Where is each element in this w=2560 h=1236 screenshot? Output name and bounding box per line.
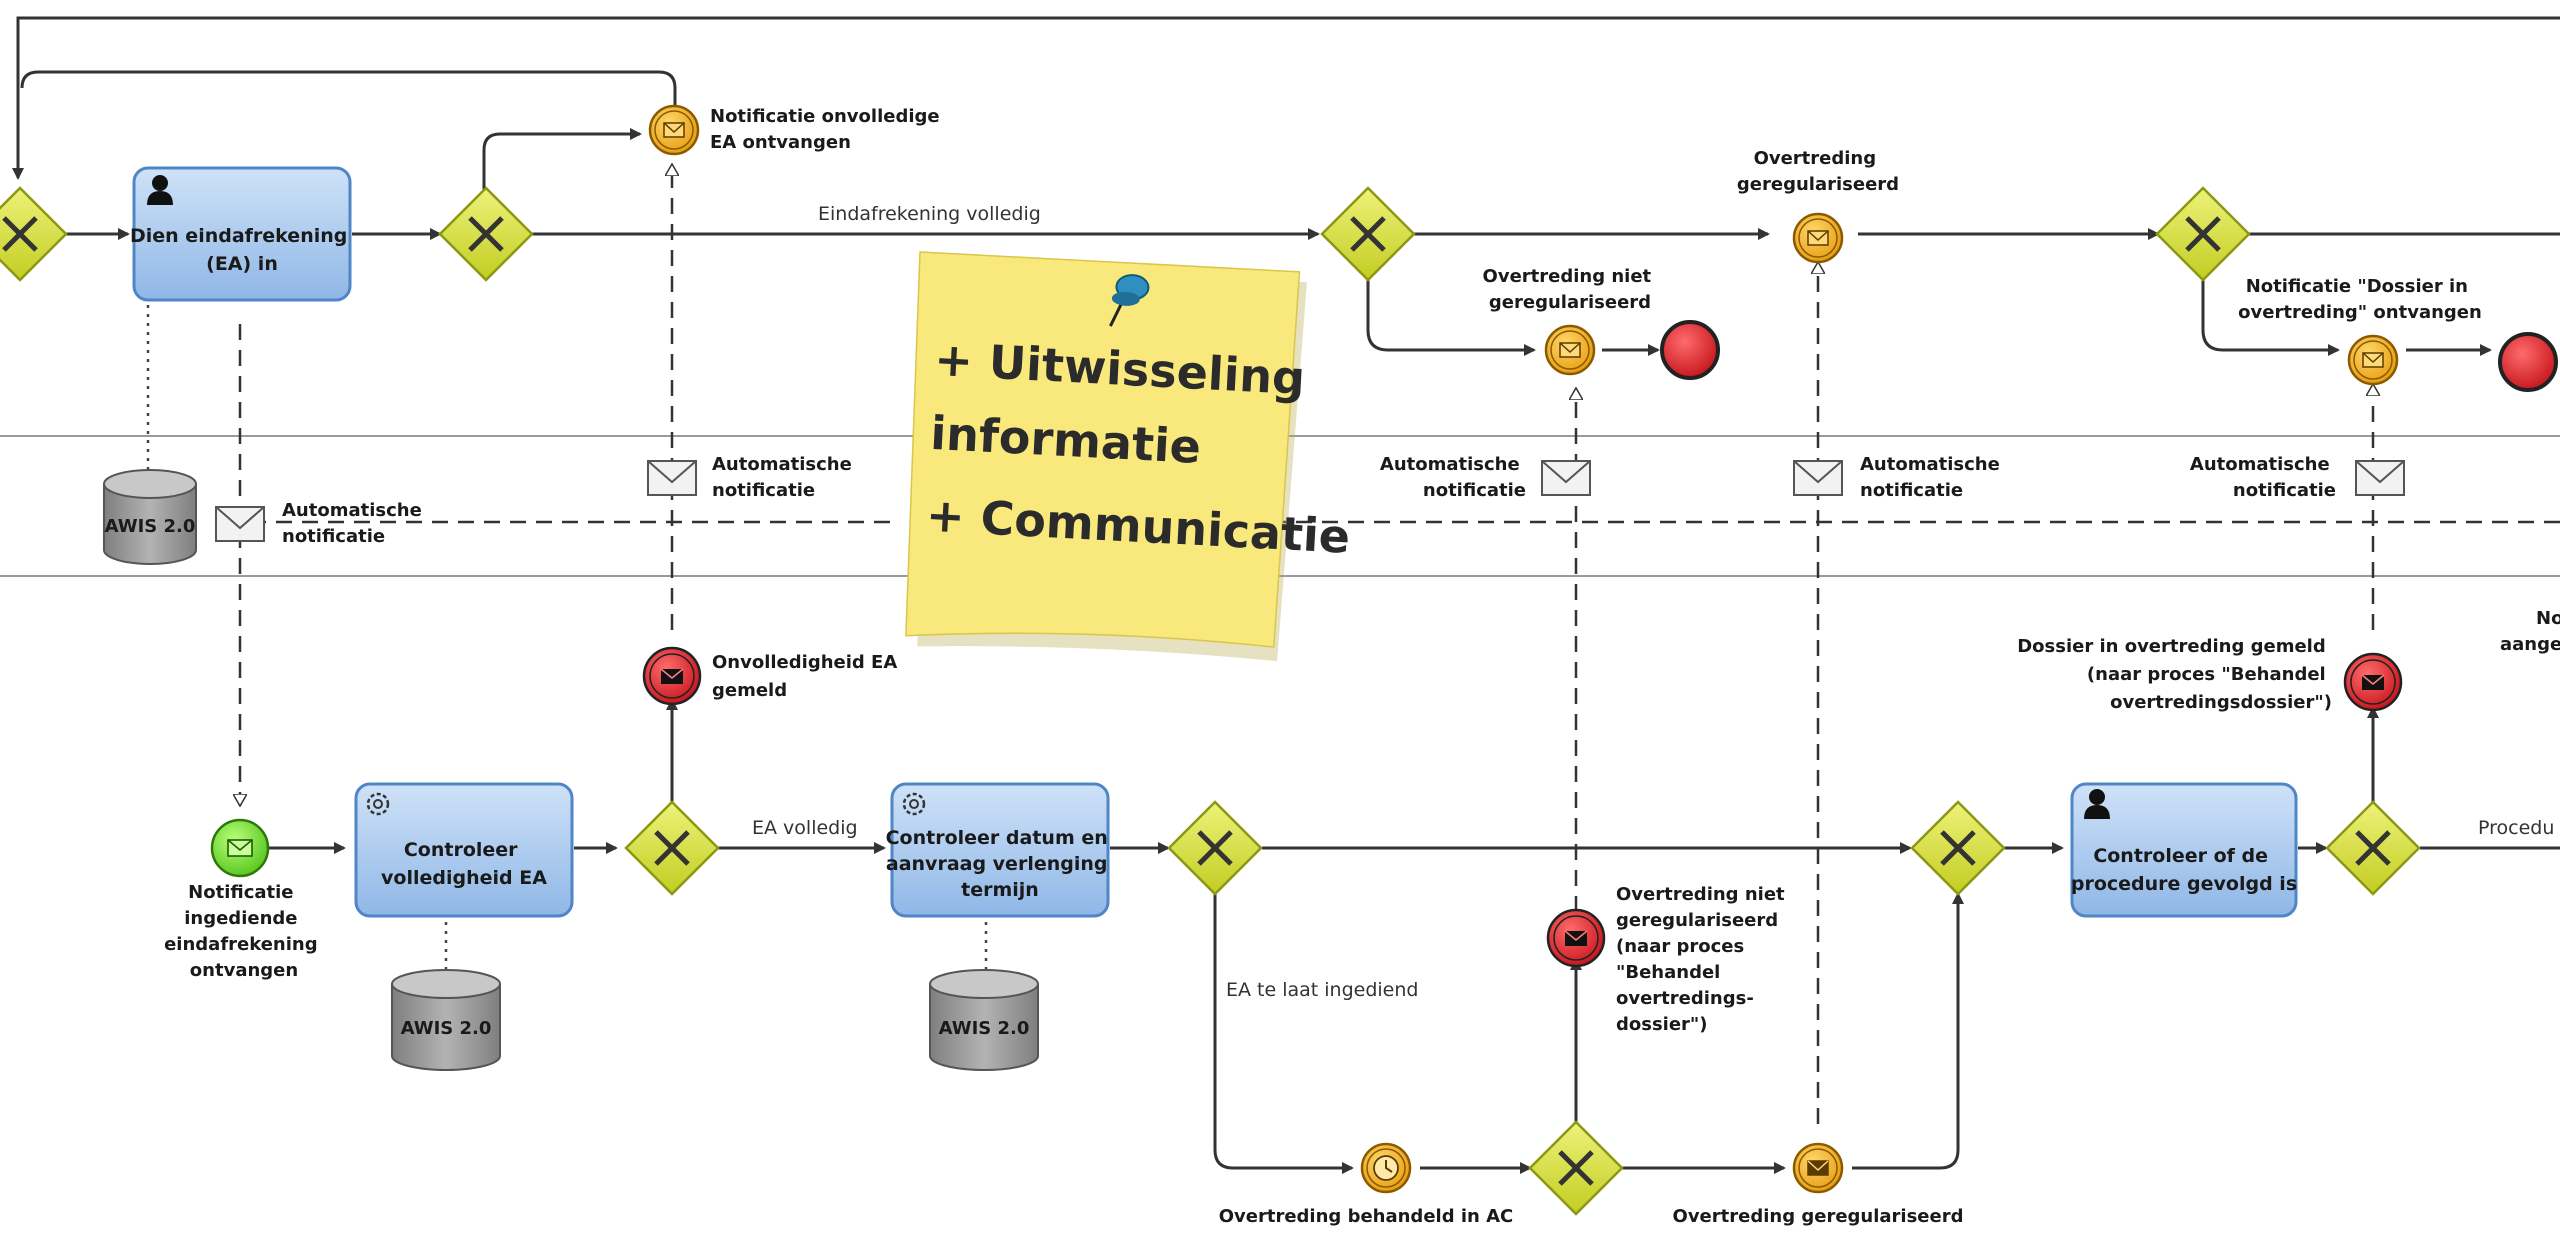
user-icon: [147, 175, 173, 205]
end-event[interactable]: [1660, 320, 1720, 380]
message-label: Automatische notificatie: [282, 500, 428, 547]
intermediate-message-event[interactable]: [1792, 212, 1844, 264]
exclusive-gateway[interactable]: [0, 186, 68, 282]
exclusive-gateway[interactable]: [624, 800, 720, 896]
task-label: Dien eindafrekening (EA) in: [130, 225, 354, 275]
database-awis[interactable]: AWIS 2.0: [103, 469, 197, 565]
sticky-note[interactable]: + Uitwisseling informatie + Communicatie: [899, 251, 1363, 669]
event-label: Overtreding geregulariseerd: [1673, 1206, 1964, 1227]
intermediate-message-event[interactable]: [1544, 324, 1596, 376]
event-label: Notificatie "Dossier in overtreding" ont…: [2238, 276, 2482, 323]
database-awis[interactable]: AWIS 2.0: [391, 969, 501, 1071]
gear-icon: [366, 792, 390, 816]
envelope-icon: [227, 839, 253, 857]
user-icon: [2084, 789, 2110, 819]
gear-icon: [902, 792, 926, 816]
flow-label: EA te laat ingediend: [1226, 979, 1418, 1001]
throw-message-event[interactable]: [642, 646, 702, 706]
database-label: AWIS 2.0: [105, 516, 196, 537]
exclusive-gateway[interactable]: [1167, 800, 1263, 896]
end-event[interactable]: [2498, 332, 2558, 392]
sequence-flows: [66, 228, 2560, 1174]
timer-event[interactable]: [1360, 1142, 1412, 1194]
event-label: Overtreding niet geregulariseerd (naar p…: [1616, 884, 1791, 1035]
event-label: Onvolledigheid EA gemeld: [712, 652, 904, 701]
flow-label: Eindafrekening volledig: [818, 203, 1041, 225]
throw-message-event[interactable]: [1546, 908, 1606, 968]
task-dien-eindafrekening[interactable]: Dien eindafrekening (EA) in: [130, 166, 354, 302]
intermediate-message-event[interactable]: [1792, 1142, 1844, 1194]
pushpin-icon: [1109, 274, 1150, 327]
exclusive-gateway[interactable]: [438, 186, 534, 282]
task-label: Controleer volledigheid EA: [381, 839, 547, 889]
task-controleer-volledigheid[interactable]: Controleer volledigheid EA: [354, 782, 574, 918]
envelope-icon: [663, 122, 685, 138]
message-envelope: [2355, 460, 2405, 496]
message-envelope: [1793, 460, 1843, 496]
database-label: AWIS 2.0: [401, 1018, 492, 1039]
exclusive-gateway[interactable]: [2155, 186, 2251, 282]
intermediate-message-event[interactable]: [648, 104, 700, 156]
task-label: Controleer datum en aanvraag verlenging …: [886, 827, 1115, 901]
event-label: Notificatie ingediende eindafrekening on…: [164, 882, 324, 981]
envelope-icon: [1807, 1160, 1829, 1176]
message-label: Automatische notificatie: [712, 454, 858, 501]
exclusive-gateway[interactable]: [1910, 800, 2006, 896]
clock-icon: [1373, 1155, 1399, 1181]
event-label: Notificatie onvolledige EA ontvangen: [710, 106, 946, 153]
throw-message-event[interactable]: [2343, 652, 2403, 712]
event-label: Dossier in overtreding gemeld (naar proc…: [2017, 636, 2332, 713]
exclusive-gateway[interactable]: [2325, 800, 2421, 896]
message-envelope: [647, 460, 697, 496]
task-controleer-procedure[interactable]: Controleer of de procedure gevolgd is: [2070, 782, 2298, 918]
task-controleer-datum[interactable]: Controleer datum en aanvraag verlenging …: [886, 782, 1115, 918]
message-start-event[interactable]: [210, 818, 270, 878]
flow-label: Procedu: [2478, 817, 2554, 839]
envelope-icon: [2361, 674, 2385, 690]
gateways: [0, 186, 2421, 1216]
task-label: Controleer of de procedure gevolgd is: [2071, 845, 2297, 895]
envelope-icon: [1564, 930, 1588, 946]
exclusive-gateway[interactable]: [1528, 1120, 1624, 1216]
message-envelope: [1541, 460, 1591, 496]
database-label: AWIS 2.0: [939, 1018, 1030, 1039]
message-label: Automatische notificatie: [1380, 454, 1526, 501]
envelope-icon: [1807, 230, 1829, 246]
event-label-cut: No aange: [2500, 608, 2560, 655]
message-label: Automatische notificatie: [2190, 454, 2336, 501]
envelope-icon: [660, 668, 684, 684]
sticky-note-text: + Uitwisseling informatie + Communicatie: [925, 332, 1360, 564]
exclusive-gateway[interactable]: [1320, 186, 1416, 282]
envelope-icon: [1559, 342, 1581, 358]
event-label: Overtreding behandeld in AC: [1219, 1206, 1514, 1227]
event-label: Overtreding geregulariseerd: [1737, 148, 1899, 195]
database-awis[interactable]: AWIS 2.0: [929, 969, 1039, 1071]
envelope-icon: [2362, 352, 2384, 368]
loop-flows: [12, 16, 2560, 204]
flow-label: EA volledig: [752, 817, 858, 839]
message-envelope: [215, 506, 265, 542]
message-flows: [240, 164, 2560, 1124]
intermediate-message-event[interactable]: [2347, 334, 2399, 386]
data-associations: [146, 302, 988, 970]
event-label: Overtreding niet geregulariseerd: [1483, 266, 1658, 313]
message-label: Automatische notificatie: [1860, 454, 2006, 501]
